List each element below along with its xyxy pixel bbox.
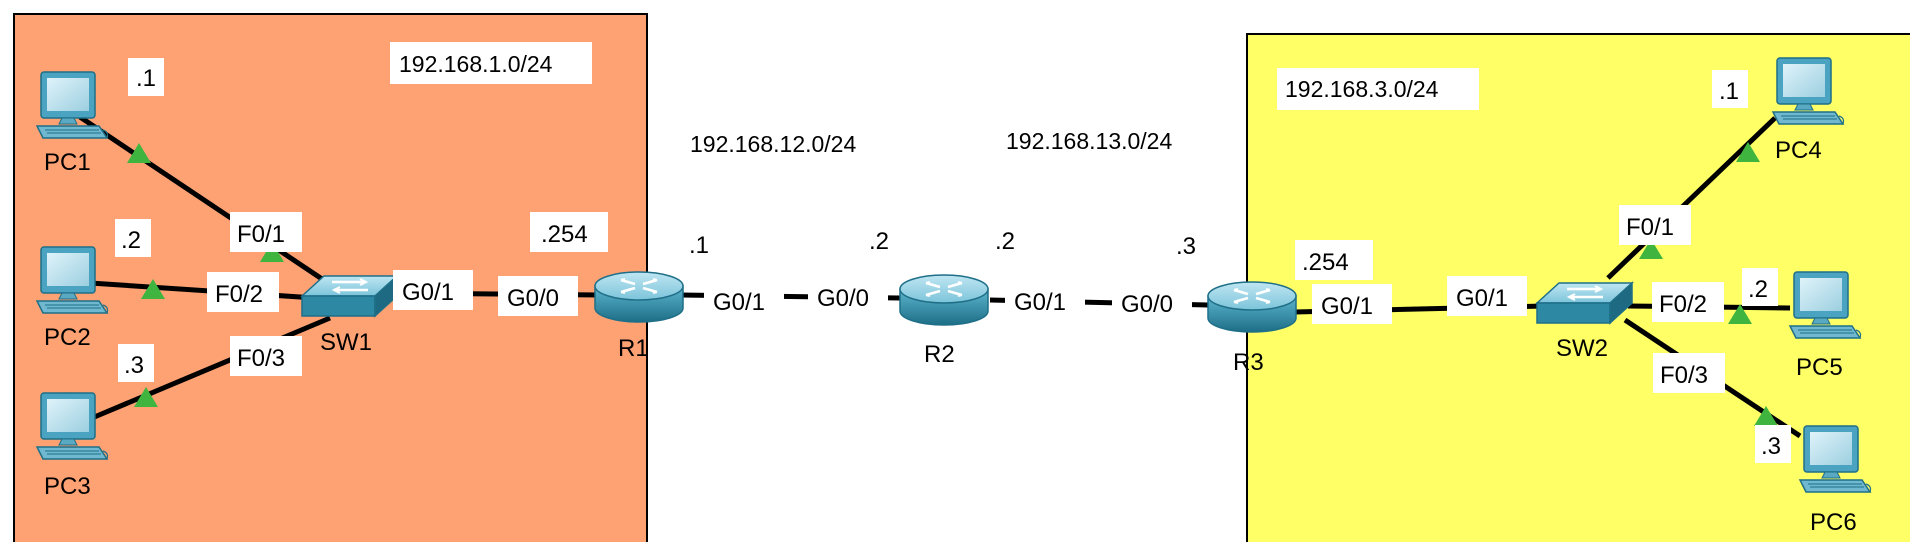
host-label-pc4: .1	[1719, 78, 1739, 105]
network-label-lan3: 192.168.3.0/24	[1285, 76, 1439, 102]
device-label-r2: R2	[924, 341, 955, 368]
host-label-pc5: .2	[1748, 276, 1768, 303]
port-label-sw1-f02: F0/2	[215, 281, 263, 308]
host-label-pc3: .3	[124, 352, 144, 379]
port-label-r1-g00: G0/0	[507, 285, 559, 312]
host-label-r2-right: .2	[995, 228, 1015, 255]
device-label-sw1: SW1	[320, 329, 372, 356]
port-label-sw1-f01: F0/1	[237, 221, 285, 248]
network-label-lan1: 192.168.1.0/24	[399, 51, 553, 77]
link-pc3-sw1	[91, 315, 331, 421]
port-label-r2-g00: G0/0	[817, 285, 869, 312]
port-label-sw1-f03: F0/3	[237, 345, 285, 372]
port-label-r2-g01: G0/1	[1014, 289, 1066, 316]
host-label-pc2: .2	[121, 227, 141, 254]
device-label-pc5: PC5	[1796, 354, 1843, 381]
device-label-r3: R3	[1233, 349, 1264, 376]
port-label-sw2-f02: F0/2	[1659, 291, 1707, 318]
host-label-pc6: .3	[1761, 433, 1781, 460]
host-label-pc1: .1	[136, 65, 156, 92]
host-label-r1-lan: .254	[541, 221, 588, 248]
device-label-sw2: SW2	[1556, 335, 1608, 362]
r1-icon[interactable]	[593, 270, 685, 324]
port-label-sw2-g01: G0/1	[1456, 285, 1508, 312]
device-label-pc2: PC2	[44, 324, 91, 351]
device-label-pc3: PC3	[44, 473, 91, 500]
device-label-pc4: PC4	[1775, 137, 1822, 164]
network-label-link13: 192.168.13.0/24	[1006, 128, 1172, 154]
network-label-link12: 192.168.12.0/24	[690, 131, 856, 157]
port-label-r1-g01: G0/1	[713, 289, 765, 316]
port-label-sw2-f03: F0/3	[1660, 362, 1708, 389]
port-label-sw1-g01: G0/1	[402, 279, 454, 306]
port-label-r3-g01: G0/1	[1321, 293, 1373, 320]
host-label-r1-wan: .1	[689, 232, 709, 259]
host-label-r2-left: .2	[869, 228, 889, 255]
device-label-r1: R1	[618, 335, 649, 362]
port-label-sw2-f01: F0/1	[1626, 214, 1674, 241]
device-label-pc6: PC6	[1810, 509, 1857, 536]
link-pc1-sw1	[78, 114, 330, 286]
r3-icon[interactable]	[1206, 280, 1298, 334]
host-label-r3-lan: .254	[1302, 249, 1349, 276]
r2-icon[interactable]	[898, 273, 990, 327]
port-label-r3-g00: G0/0	[1121, 291, 1173, 318]
device-label-pc1: PC1	[44, 149, 91, 176]
host-label-r3-wan: .3	[1176, 233, 1196, 260]
